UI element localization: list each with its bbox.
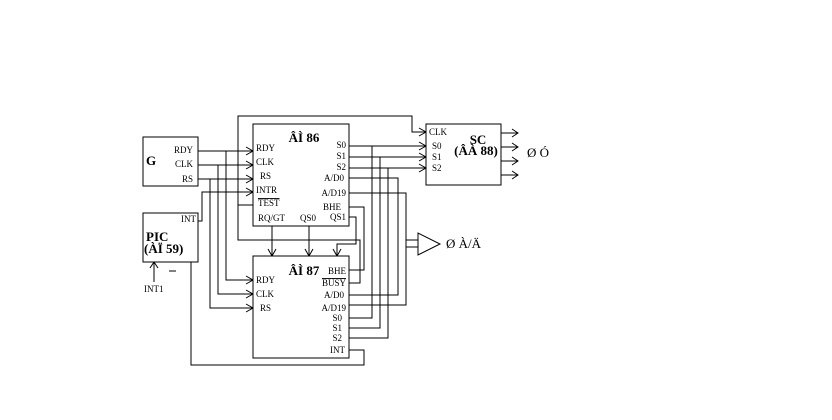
wire-87-s1 xyxy=(349,157,381,329)
cpu87-box xyxy=(252,255,350,359)
cpu86-pin-rqgt: RQ/GT xyxy=(258,213,286,223)
wire-rs-87 xyxy=(209,179,253,309)
pic-pin-int: INT xyxy=(181,214,196,224)
cpu86-pin-ad0: A/D0 xyxy=(324,173,344,183)
cpu86-pin-test: TEST xyxy=(258,198,280,208)
cpu87-pin-s2: S2 xyxy=(332,333,342,343)
wire-bus-87-ad0 xyxy=(349,247,399,296)
bus-driver-block: Ø À/Ä xyxy=(417,232,482,256)
cpu86-pin-s0: S0 xyxy=(336,140,346,150)
g-pin-clk: CLK xyxy=(175,159,194,169)
wire-ad0-bus xyxy=(349,177,399,247)
sc-pin-s1: S1 xyxy=(432,152,442,162)
cpu86-title: ÂÌ 86 xyxy=(289,130,320,145)
pic-box xyxy=(142,212,199,263)
arrow-sc-out-3 xyxy=(511,156,519,166)
cpu87-pin-clk: CLK xyxy=(256,289,275,299)
sc-box xyxy=(425,123,502,186)
cpu86-box xyxy=(252,123,350,227)
sc-title-line1: SC xyxy=(470,132,487,147)
cpu86-pin-rdy: RDY xyxy=(256,143,276,153)
pic-input-label: INT1 xyxy=(144,284,164,294)
cpu86-pin-qs0: QS0 xyxy=(300,213,317,223)
cpu87-pin-busy: BUSY xyxy=(322,278,347,288)
cpu87-pin-s1: S1 xyxy=(332,323,342,333)
sc-pin-s0: S0 xyxy=(432,141,442,151)
pic-block: PIC (ÀÏ 59) INT INT1 xyxy=(142,212,199,294)
sc-pin-clk: CLK xyxy=(429,127,448,137)
wire-87-s0 xyxy=(349,146,373,319)
wire-clk-87 xyxy=(217,165,253,295)
clock-generator-block: G RDY CLK RS xyxy=(142,136,199,187)
cpu86-pin-ad19: A/D19 xyxy=(322,188,347,198)
wire-bus-87-ad19 xyxy=(349,247,407,306)
cpu87-pin-s0: S0 xyxy=(332,313,342,323)
wires xyxy=(149,115,519,366)
sc-title-line2: (ÂÀ 88) xyxy=(454,143,498,158)
cpu86-pin-s1: S1 xyxy=(336,151,346,161)
cpu87-pin-bhe: BHE xyxy=(328,266,347,276)
wire-87-int xyxy=(190,262,365,366)
cpu86-pin-qs1: QS1 xyxy=(330,212,346,222)
arrow-sc-out-2 xyxy=(511,142,519,152)
clock-generator-box xyxy=(142,136,199,187)
cpu86-block: ÂÌ 86 RDY CLK RS INTR TEST S0 S1 S2 A/D0… xyxy=(252,123,350,227)
sc-block: CLK S0 S1 S2 SC (ÂÀ 88) Ø Ó xyxy=(425,123,549,186)
cpu87-block: ÂÌ 87 RDY CLK RS BHE BUSY A/D0 A/D19 S0 … xyxy=(252,255,350,359)
cpu86-pin-bhe: BHE xyxy=(323,202,342,212)
wire-ad19-bus xyxy=(349,192,407,247)
g-pin-rdy: RDY xyxy=(174,145,194,155)
wire-bhe xyxy=(349,206,365,271)
pic-name-line1: PIC xyxy=(146,229,168,244)
pic-name-line2: (ÀÏ 59) xyxy=(144,241,183,256)
cpu86-pin-clk: CLK xyxy=(256,157,275,167)
sc-output-label: Ø Ó xyxy=(527,145,549,160)
g-pin-rs: RS xyxy=(182,174,193,184)
clock-generator-name: G xyxy=(146,153,156,168)
bus-driver-buffer xyxy=(417,232,442,256)
cpu87-pin-ad19: A/D19 xyxy=(322,303,347,313)
bus-driver-output-label: Ø À/Ä xyxy=(446,236,482,251)
cpu86-pin-intr: INTR xyxy=(256,185,277,195)
cpu87-pin-int: INT xyxy=(330,345,345,355)
arrow-sc-out-1 xyxy=(511,128,519,138)
cpu87-pin-ad0: A/D0 xyxy=(324,290,344,300)
wire-pic-intr xyxy=(198,191,253,222)
cpu87-pin-rdy: RDY xyxy=(256,275,276,285)
cpu86-pin-s2: S2 xyxy=(336,162,346,172)
wire-test-busy xyxy=(237,204,361,284)
wire-87-s2 xyxy=(349,168,389,339)
wire-clk-sc xyxy=(237,115,426,205)
cpu87-title: ÂÌ 87 xyxy=(289,263,320,278)
sc-pin-s2: S2 xyxy=(432,163,442,173)
wire-qs1 xyxy=(336,216,357,256)
cpu86-pin-rs: RS xyxy=(260,171,271,181)
arrow-sc-out-4 xyxy=(511,170,519,180)
cpu87-pin-rs: RS xyxy=(260,303,271,313)
wire-rdy-87 xyxy=(225,151,253,281)
